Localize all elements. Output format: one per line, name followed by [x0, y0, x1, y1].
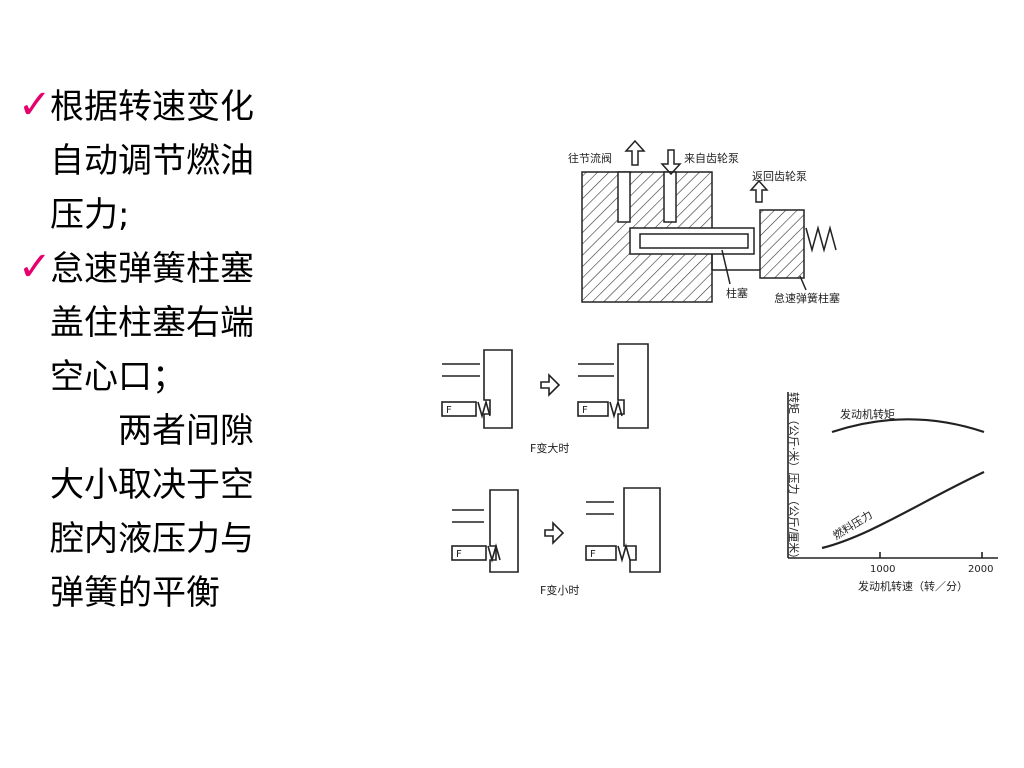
- f-small-sequence: F F: [451, 487, 661, 573]
- label-f-small: F变小时: [540, 583, 579, 597]
- plunger: [639, 233, 749, 249]
- bullet-2-line-1: 怠速弹簧柱塞: [50, 249, 254, 289]
- f-letter: F: [590, 549, 596, 560]
- bullet-2-line-2: 盖住柱塞右端: [50, 303, 254, 343]
- arrow-down-icon: [660, 149, 682, 176]
- spring: [805, 225, 837, 253]
- idle-spring-plunger: [759, 209, 805, 279]
- text-column: ✓ 根据转速变化 自动调节燃油 压力; ✓ 怠速弹簧柱塞 盖住柱塞右端 空心口；…: [18, 80, 348, 620]
- label-idle-spring-plunger: 怠速弹簧柱塞: [774, 291, 840, 305]
- bullet-1: ✓ 根据转速变化 自动调节燃油 压力;: [18, 80, 348, 242]
- plunger: [585, 545, 617, 561]
- label-engine-torque: 发动机转矩: [840, 407, 895, 421]
- label-plunger: 柱塞: [726, 286, 748, 300]
- torque-pressure-graph: [787, 392, 998, 559]
- label-to-throttle: 往节流阀: [568, 151, 612, 165]
- paragraph-line-1: 两者间隙: [118, 411, 254, 451]
- plunger: [577, 401, 609, 417]
- arrow-right-icon: [540, 373, 561, 397]
- torque-curve: [831, 418, 985, 434]
- check-icon: ✓: [18, 244, 52, 290]
- graph-y-label: 转矩（公斤·米）压力（公斤/厘米）: [787, 392, 801, 564]
- f-large-sequence: F F: [441, 343, 649, 429]
- bullet-1-line-2: 自动调节燃油: [50, 141, 254, 181]
- f-letter: F: [582, 405, 588, 416]
- check-icon: ✓: [18, 82, 52, 128]
- label-f-large: F变大时: [530, 441, 569, 455]
- x-tick-2000: 2000: [968, 564, 993, 575]
- bullet-2-line-3: 空心口；: [50, 357, 186, 397]
- x-tick-1000: 1000: [870, 564, 895, 575]
- plunger: [441, 401, 477, 417]
- plunger: [451, 545, 487, 561]
- f-letter: F: [446, 405, 452, 416]
- bullet-2: ✓ 怠速弹簧柱塞 盖住柱塞右端 空心口；: [18, 242, 348, 404]
- arrow-up-icon: [749, 179, 769, 203]
- paragraph-line-2: 大小取决于空: [50, 465, 254, 505]
- bullet-1-line-3: 压力;: [50, 195, 130, 235]
- paragraph-line-4: 弹簧的平衡: [50, 573, 220, 613]
- f-letter: F: [456, 549, 462, 560]
- explanation-paragraph: 两者间隙 大小取决于空 腔内液压力与 弹簧的平衡: [18, 404, 348, 620]
- arrow-up-icon: [624, 139, 646, 166]
- bullet-1-line-1: 根据转速变化: [50, 87, 254, 127]
- label-return-gear-pump: 返回齿轮泵: [752, 169, 807, 183]
- graph-x-label: 发动机转速（转／分）: [858, 579, 968, 593]
- fuel-pressure-curve: [821, 471, 985, 550]
- arrow-right-icon: [544, 521, 565, 545]
- valve-cross-section: [581, 139, 837, 303]
- paragraph-line-3: 腔内液压力与: [50, 519, 254, 559]
- label-from-gear-pump: 来自齿轮泵: [684, 151, 739, 165]
